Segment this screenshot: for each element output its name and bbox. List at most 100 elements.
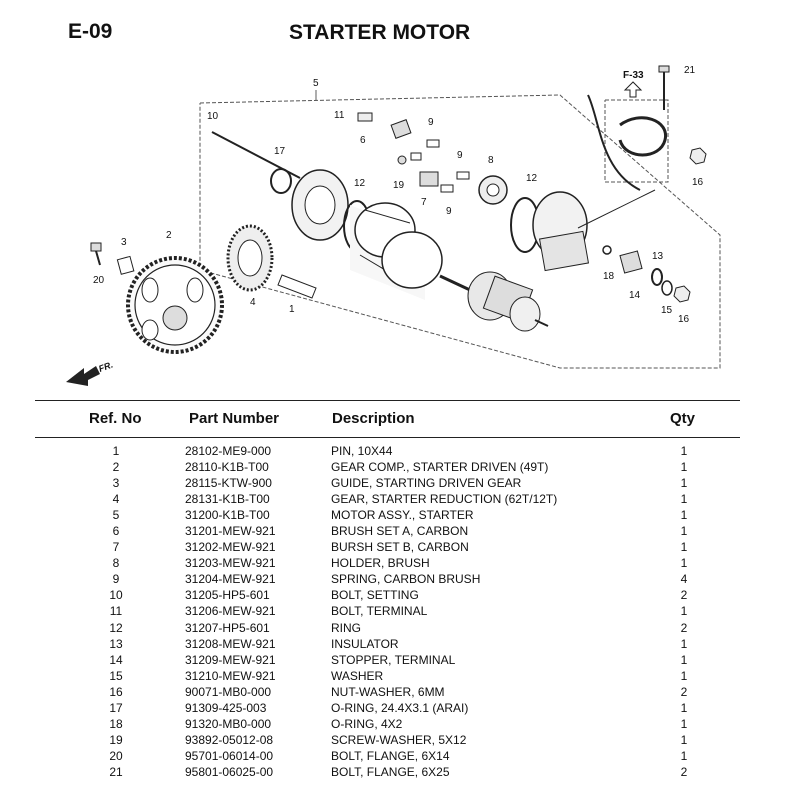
callout-5: 5	[313, 78, 319, 89]
col-header-part: Part Number	[189, 410, 280, 427]
qty-cell: 1	[680, 748, 688, 763]
description-cell: GUIDE, STARTING DRIVEN GEAR	[331, 476, 522, 491]
description-cell: BOLT, FLANGE, 6X14	[331, 748, 450, 763]
part-number-cell: 31200-K1B-T00	[185, 508, 270, 523]
callout-3: 3	[121, 237, 127, 248]
part-number-cell: 31208-MEW-921	[185, 636, 276, 651]
ref-no-cell: 1	[112, 444, 120, 458]
callout-12a: 12	[354, 178, 366, 189]
part-number-cell: 31201-MEW-921	[185, 524, 276, 539]
col-header-qty: Qty	[670, 410, 696, 427]
callout-12b: 12	[526, 173, 538, 184]
section-code: E-09	[68, 20, 113, 43]
ref-no-cell: 14	[109, 652, 123, 667]
table-row: 20 95701-06014-00 BOLT, FLANGE, 6X14 1	[0, 748, 786, 764]
ref-no-cell: 21	[109, 764, 123, 779]
qty-cell: 1	[680, 700, 688, 715]
callout-7: 7	[421, 197, 427, 208]
qty-cell: 1	[680, 716, 688, 731]
description-cell: GEAR, STARTER REDUCTION (62T/12T)	[331, 492, 558, 507]
description-cell: BRUSH SET A, CARBON	[331, 524, 469, 539]
description-cell: BOLT, TERMINAL	[331, 604, 428, 619]
callout-18: 18	[603, 271, 615, 282]
table-row: 16 90071-MB0-000 NUT-WASHER, 6MM 2	[0, 684, 786, 700]
qty-cell: 2	[680, 620, 688, 635]
col-header-ref: Ref. No	[89, 410, 142, 427]
qty-cell: 1	[680, 652, 688, 667]
qty-cell: 1	[680, 604, 688, 619]
description-cell: MOTOR ASSY., STARTER	[331, 508, 474, 523]
ref-no-cell: 17	[109, 700, 123, 715]
ref-no-cell: 15	[109, 668, 123, 683]
ref-no-cell: 16	[109, 684, 123, 699]
ref-no-cell: 20	[109, 748, 123, 763]
reference-label: F-33	[623, 70, 644, 81]
qty-cell: 1	[680, 524, 688, 539]
ref-no-cell: 10	[109, 588, 123, 603]
part-number-cell: 28131-K1B-T00	[185, 492, 270, 507]
callout-15: 15	[661, 305, 673, 316]
front-direction-label: FR.	[97, 360, 114, 374]
exploded-parts-diagram: 1 2 3 4 5 6 7 8 9 9 9 10 11 12 12 13 14 …	[66, 65, 721, 386]
assembly-outline	[199, 94, 721, 369]
callout-21: 21	[684, 65, 696, 76]
qty-cell: 4	[680, 572, 688, 587]
qty-cell: 1	[680, 476, 688, 491]
part-number-cell: 91320-MB0-000	[185, 716, 272, 731]
callout-4: 4	[250, 297, 256, 308]
description-cell: SPRING, CARBON BRUSH	[331, 572, 481, 587]
qty-cell: 2	[680, 588, 688, 603]
callout-9c: 9	[446, 206, 452, 217]
part-number-cell: 31204-MEW-921	[185, 572, 276, 587]
callout-16b: 16	[678, 314, 690, 325]
part-number-cell: 31205-HP5-601	[185, 588, 270, 603]
callout-11: 11	[334, 110, 345, 121]
table-top-rule	[35, 400, 740, 401]
part-number-cell: 93892-05012-08	[185, 732, 274, 747]
part-number-cell: 28115-KTW-900	[185, 476, 272, 491]
table-header-rule	[35, 437, 740, 438]
callout-10: 10	[207, 111, 219, 122]
ref-no-cell: 19	[109, 732, 123, 747]
ref-no-cell: 13	[109, 636, 123, 651]
reference-arrow-icon	[623, 81, 643, 98]
ref-no-cell: 7	[112, 540, 120, 555]
qty-cell: 2	[680, 684, 688, 699]
ref-no-cell: 12	[109, 620, 123, 635]
part-number-cell: 91309-425-003	[185, 700, 267, 715]
qty-cell: 1	[680, 540, 688, 555]
part-number-cell: 90071-MB0-000	[185, 684, 272, 699]
callout-17: 17	[274, 146, 286, 157]
qty-cell: 1	[680, 460, 688, 475]
callout-1: 1	[289, 304, 295, 315]
description-cell: PIN, 10X44	[331, 444, 393, 458]
description-cell: INSULATOR	[331, 636, 399, 651]
callout-14: 14	[629, 290, 641, 301]
table-row: 9 31204-MEW-921 SPRING, CARBON BRUSH 4	[0, 571, 786, 587]
front-direction-arrow-icon	[66, 366, 100, 386]
description-cell: BOLT, FLANGE, 6X25	[331, 764, 450, 779]
part-number-cell: 31202-MEW-921	[185, 540, 276, 555]
ref-no-cell: 9	[112, 572, 120, 587]
callout-16a: 16	[692, 177, 704, 188]
description-cell: NUT-WASHER, 6MM	[331, 684, 445, 699]
qty-cell: 1	[680, 732, 688, 747]
ref-no-cell: 11	[109, 604, 123, 619]
part-number-cell: 95701-06014-00	[185, 748, 274, 763]
part-number-cell: 31209-MEW-921	[185, 652, 276, 667]
part-number-cell: 28102-ME9-000	[185, 444, 272, 458]
description-cell: STOPPER, TERMINAL	[331, 652, 456, 667]
description-cell: GEAR COMP., STARTER DRIVEN (49T)	[331, 460, 549, 475]
ref-no-cell: 2	[112, 460, 120, 475]
qty-cell: 2	[680, 764, 688, 779]
